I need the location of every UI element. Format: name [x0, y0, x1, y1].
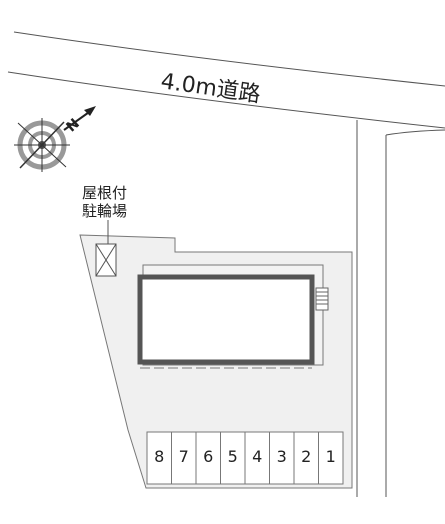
building: [137, 274, 315, 365]
road-edge-upper: [13, 31, 445, 87]
parking-space: [269, 431, 295, 485]
parking-space: [293, 431, 319, 485]
side-road-edge-top: [385, 129, 445, 136]
parking-space: [146, 431, 172, 485]
parking-space: [171, 431, 197, 485]
compass-icon: [14, 106, 96, 172]
parking-space: [318, 431, 344, 485]
bicycle-parking-label-line2: 駐輪場: [82, 202, 127, 220]
parking-space-number: 1: [326, 447, 336, 466]
road-edge-lower: [7, 71, 445, 129]
road-label: 4.0m道路: [159, 69, 262, 108]
parking-space: [195, 431, 221, 485]
parking-space-number: 7: [179, 447, 189, 466]
bicycle-parking-label-line1: 屋根付: [82, 184, 127, 202]
parking-space-number: 3: [277, 447, 287, 466]
parking-space: [220, 431, 246, 485]
bicycle-parking-icon: [95, 243, 117, 277]
parking-space-number: 6: [203, 447, 213, 466]
parking-space-number: 8: [154, 447, 164, 466]
parking-space-number: 5: [228, 447, 238, 466]
parking-space-number: 4: [252, 447, 262, 466]
stairs-icon: [315, 287, 329, 311]
parking-space-number: 2: [301, 447, 311, 466]
